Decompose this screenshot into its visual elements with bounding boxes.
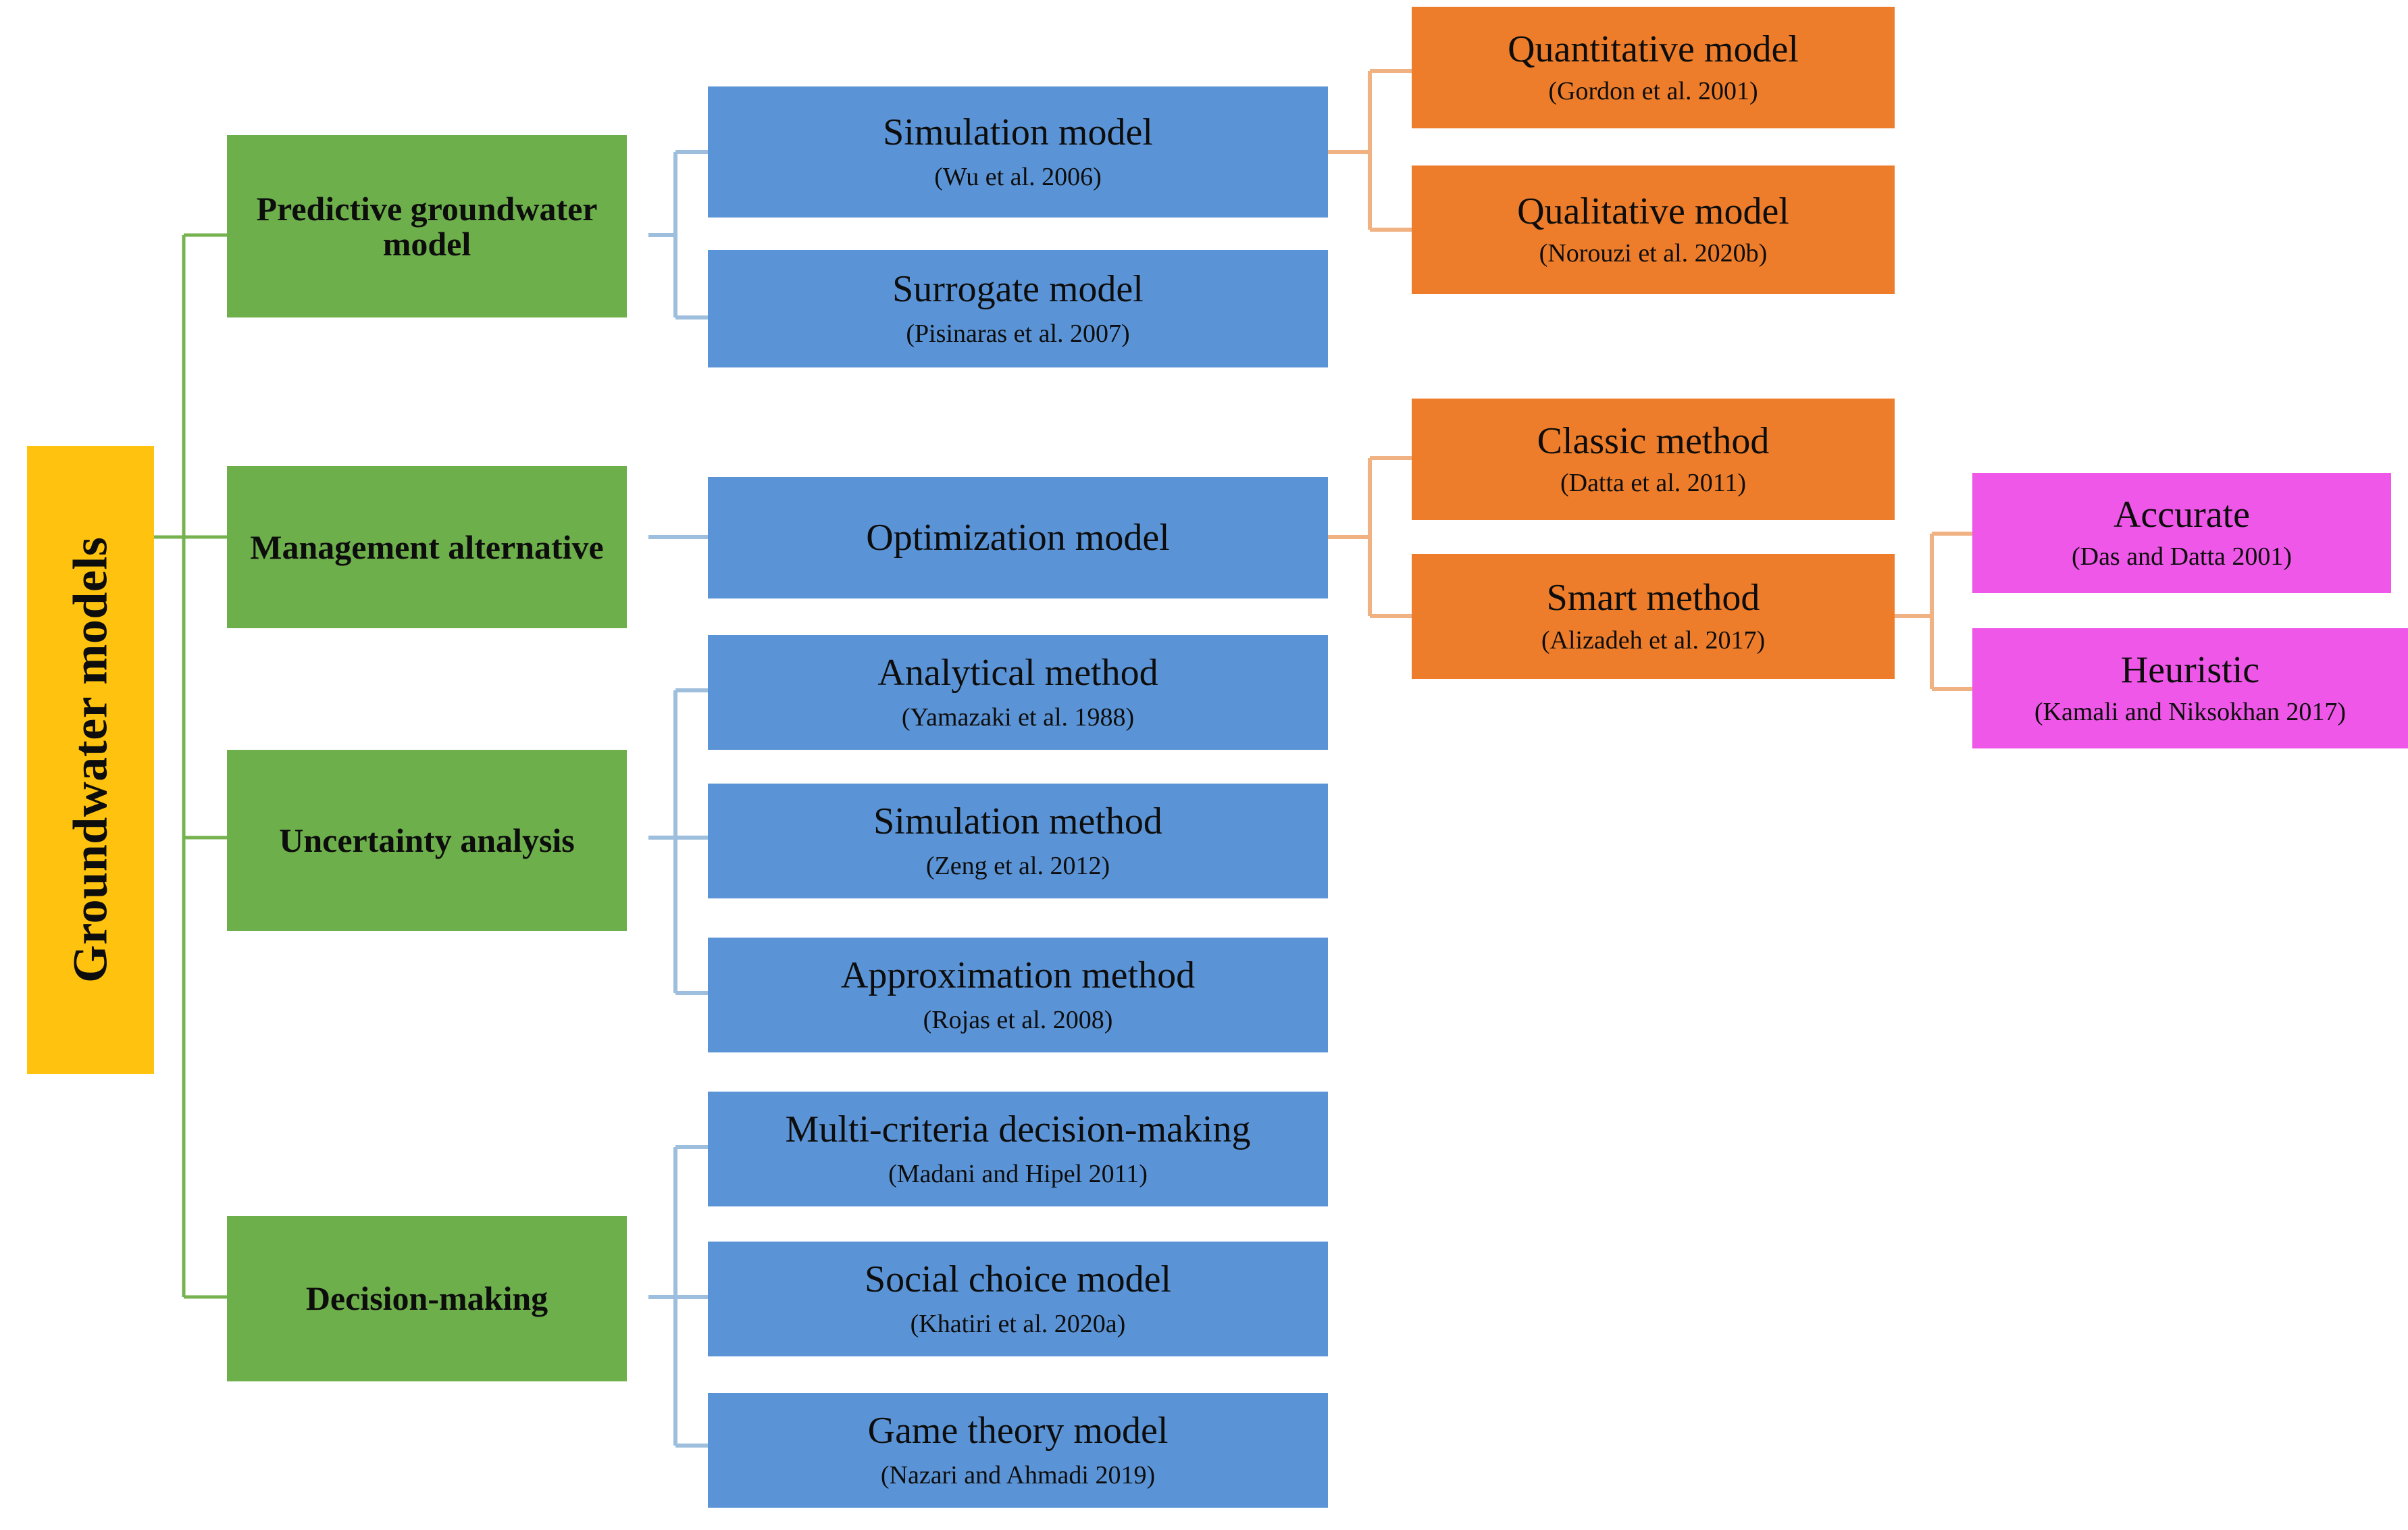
connector-optimization-to-submethods <box>1327 456 1412 618</box>
method-social-choice-model[interactable]: Social choice model (Khatiri et al. 2020… <box>708 1242 1328 1356</box>
method-title: Simulation method <box>873 800 1162 842</box>
category-label: Management alternative <box>250 528 604 566</box>
leaf-title: Heuristic <box>2120 648 2260 691</box>
method-title: Multi-criteria decision-making <box>785 1108 1251 1150</box>
method-title: Game theory model <box>867 1409 1169 1452</box>
method-title: Simulation model <box>883 111 1153 153</box>
connector-predictive-to-methods <box>648 150 708 320</box>
method-citation: (Yamazaki et al. 1988) <box>901 703 1135 732</box>
method-optimization-model[interactable]: Optimization model <box>708 477 1328 598</box>
category-label: Uncertainty analysis <box>279 821 575 859</box>
method-approximation-method[interactable]: Approximation method (Rojas et al. 2008) <box>708 938 1328 1052</box>
method-title: Surrogate model <box>892 267 1144 310</box>
root-label: Groundwater models <box>63 536 118 984</box>
leaf-heuristic[interactable]: Heuristic (Kamali and Niksokhan 2017) <box>1972 628 2408 748</box>
submethod-citation: (Alizadeh et al. 2017) <box>1541 626 1766 655</box>
method-citation: (Madani and Hipel 2011) <box>888 1160 1148 1189</box>
category-predictive-groundwater-model[interactable]: Predictive groundwater model <box>227 135 627 317</box>
leaf-citation: (Kamali and Niksokhan 2017) <box>2034 698 2347 727</box>
root-node-groundwater-models[interactable]: Groundwater models <box>27 446 154 1074</box>
leaf-accurate[interactable]: Accurate (Das and Datta 2001) <box>1972 473 2391 593</box>
submethod-citation: (Datta et al. 2011) <box>1560 469 1747 498</box>
method-analytical-method[interactable]: Analytical method (Yamazaki et al. 1988) <box>708 635 1328 750</box>
method-citation: (Wu et al. 2006) <box>934 163 1102 192</box>
connector-root-to-categories <box>154 233 227 1299</box>
submethod-qualitative-model[interactable]: Qualitative model (Norouzi et al. 2020b) <box>1412 165 1895 294</box>
method-citation: (Pisinaras et al. 2007) <box>906 320 1130 349</box>
method-surrogate-model[interactable]: Surrogate model (Pisinaras et al. 2007) <box>708 250 1328 367</box>
category-decision-making[interactable]: Decision-making <box>227 1216 627 1381</box>
method-title: Approximation method <box>840 954 1196 996</box>
method-citation: (Rojas et al. 2008) <box>923 1006 1113 1035</box>
submethod-citation: (Norouzi et al. 2020b) <box>1539 239 1768 268</box>
category-label: Predictive groundwater model <box>256 189 598 263</box>
submethod-title: Quantitative model <box>1508 28 1799 70</box>
submethod-smart-method[interactable]: Smart method (Alizadeh et al. 2017) <box>1412 554 1895 679</box>
connector-decision-to-methods <box>648 1145 708 1448</box>
submethod-classic-method[interactable]: Classic method (Datta et al. 2011) <box>1412 399 1895 520</box>
submethod-title: Classic method <box>1537 419 1770 462</box>
leaf-citation: (Das and Datta 2001) <box>2071 542 2292 571</box>
method-simulation-method[interactable]: Simulation method (Zeng et al. 2012) <box>708 784 1328 898</box>
method-title: Optimization model <box>866 516 1170 559</box>
method-title: Analytical method <box>877 651 1158 694</box>
submethod-citation: (Gordon et al. 2001) <box>1548 77 1758 106</box>
method-multi-criteria-decision-making[interactable]: Multi-criteria decision-making (Madani a… <box>708 1092 1328 1206</box>
category-management-alternative[interactable]: Management alternative <box>227 466 627 628</box>
category-uncertainty-analysis[interactable]: Uncertainty analysis <box>227 750 627 931</box>
submethod-title: Qualitative model <box>1517 190 1789 232</box>
connector-smart-to-leaves <box>1895 532 1972 691</box>
method-title: Social choice model <box>864 1258 1172 1300</box>
method-citation: (Nazari and Ahmadi 2019) <box>880 1461 1156 1490</box>
submethod-quantitative-model[interactable]: Quantitative model (Gordon et al. 2001) <box>1412 7 1895 128</box>
connector-uncertainty-to-methods <box>648 688 708 995</box>
category-label: Decision-making <box>305 1279 548 1318</box>
submethod-title: Smart method <box>1546 577 1760 619</box>
connector-simulation-to-submethods <box>1327 69 1412 232</box>
method-simulation-model[interactable]: Simulation model (Wu et al. 2006) <box>708 86 1328 218</box>
method-citation: (Zeng et al. 2012) <box>925 852 1110 881</box>
method-game-theory-model[interactable]: Game theory model (Nazari and Ahmadi 201… <box>708 1393 1328 1508</box>
method-citation: (Khatiri et al. 2020a) <box>910 1310 1126 1339</box>
leaf-title: Accurate <box>2113 493 2251 536</box>
